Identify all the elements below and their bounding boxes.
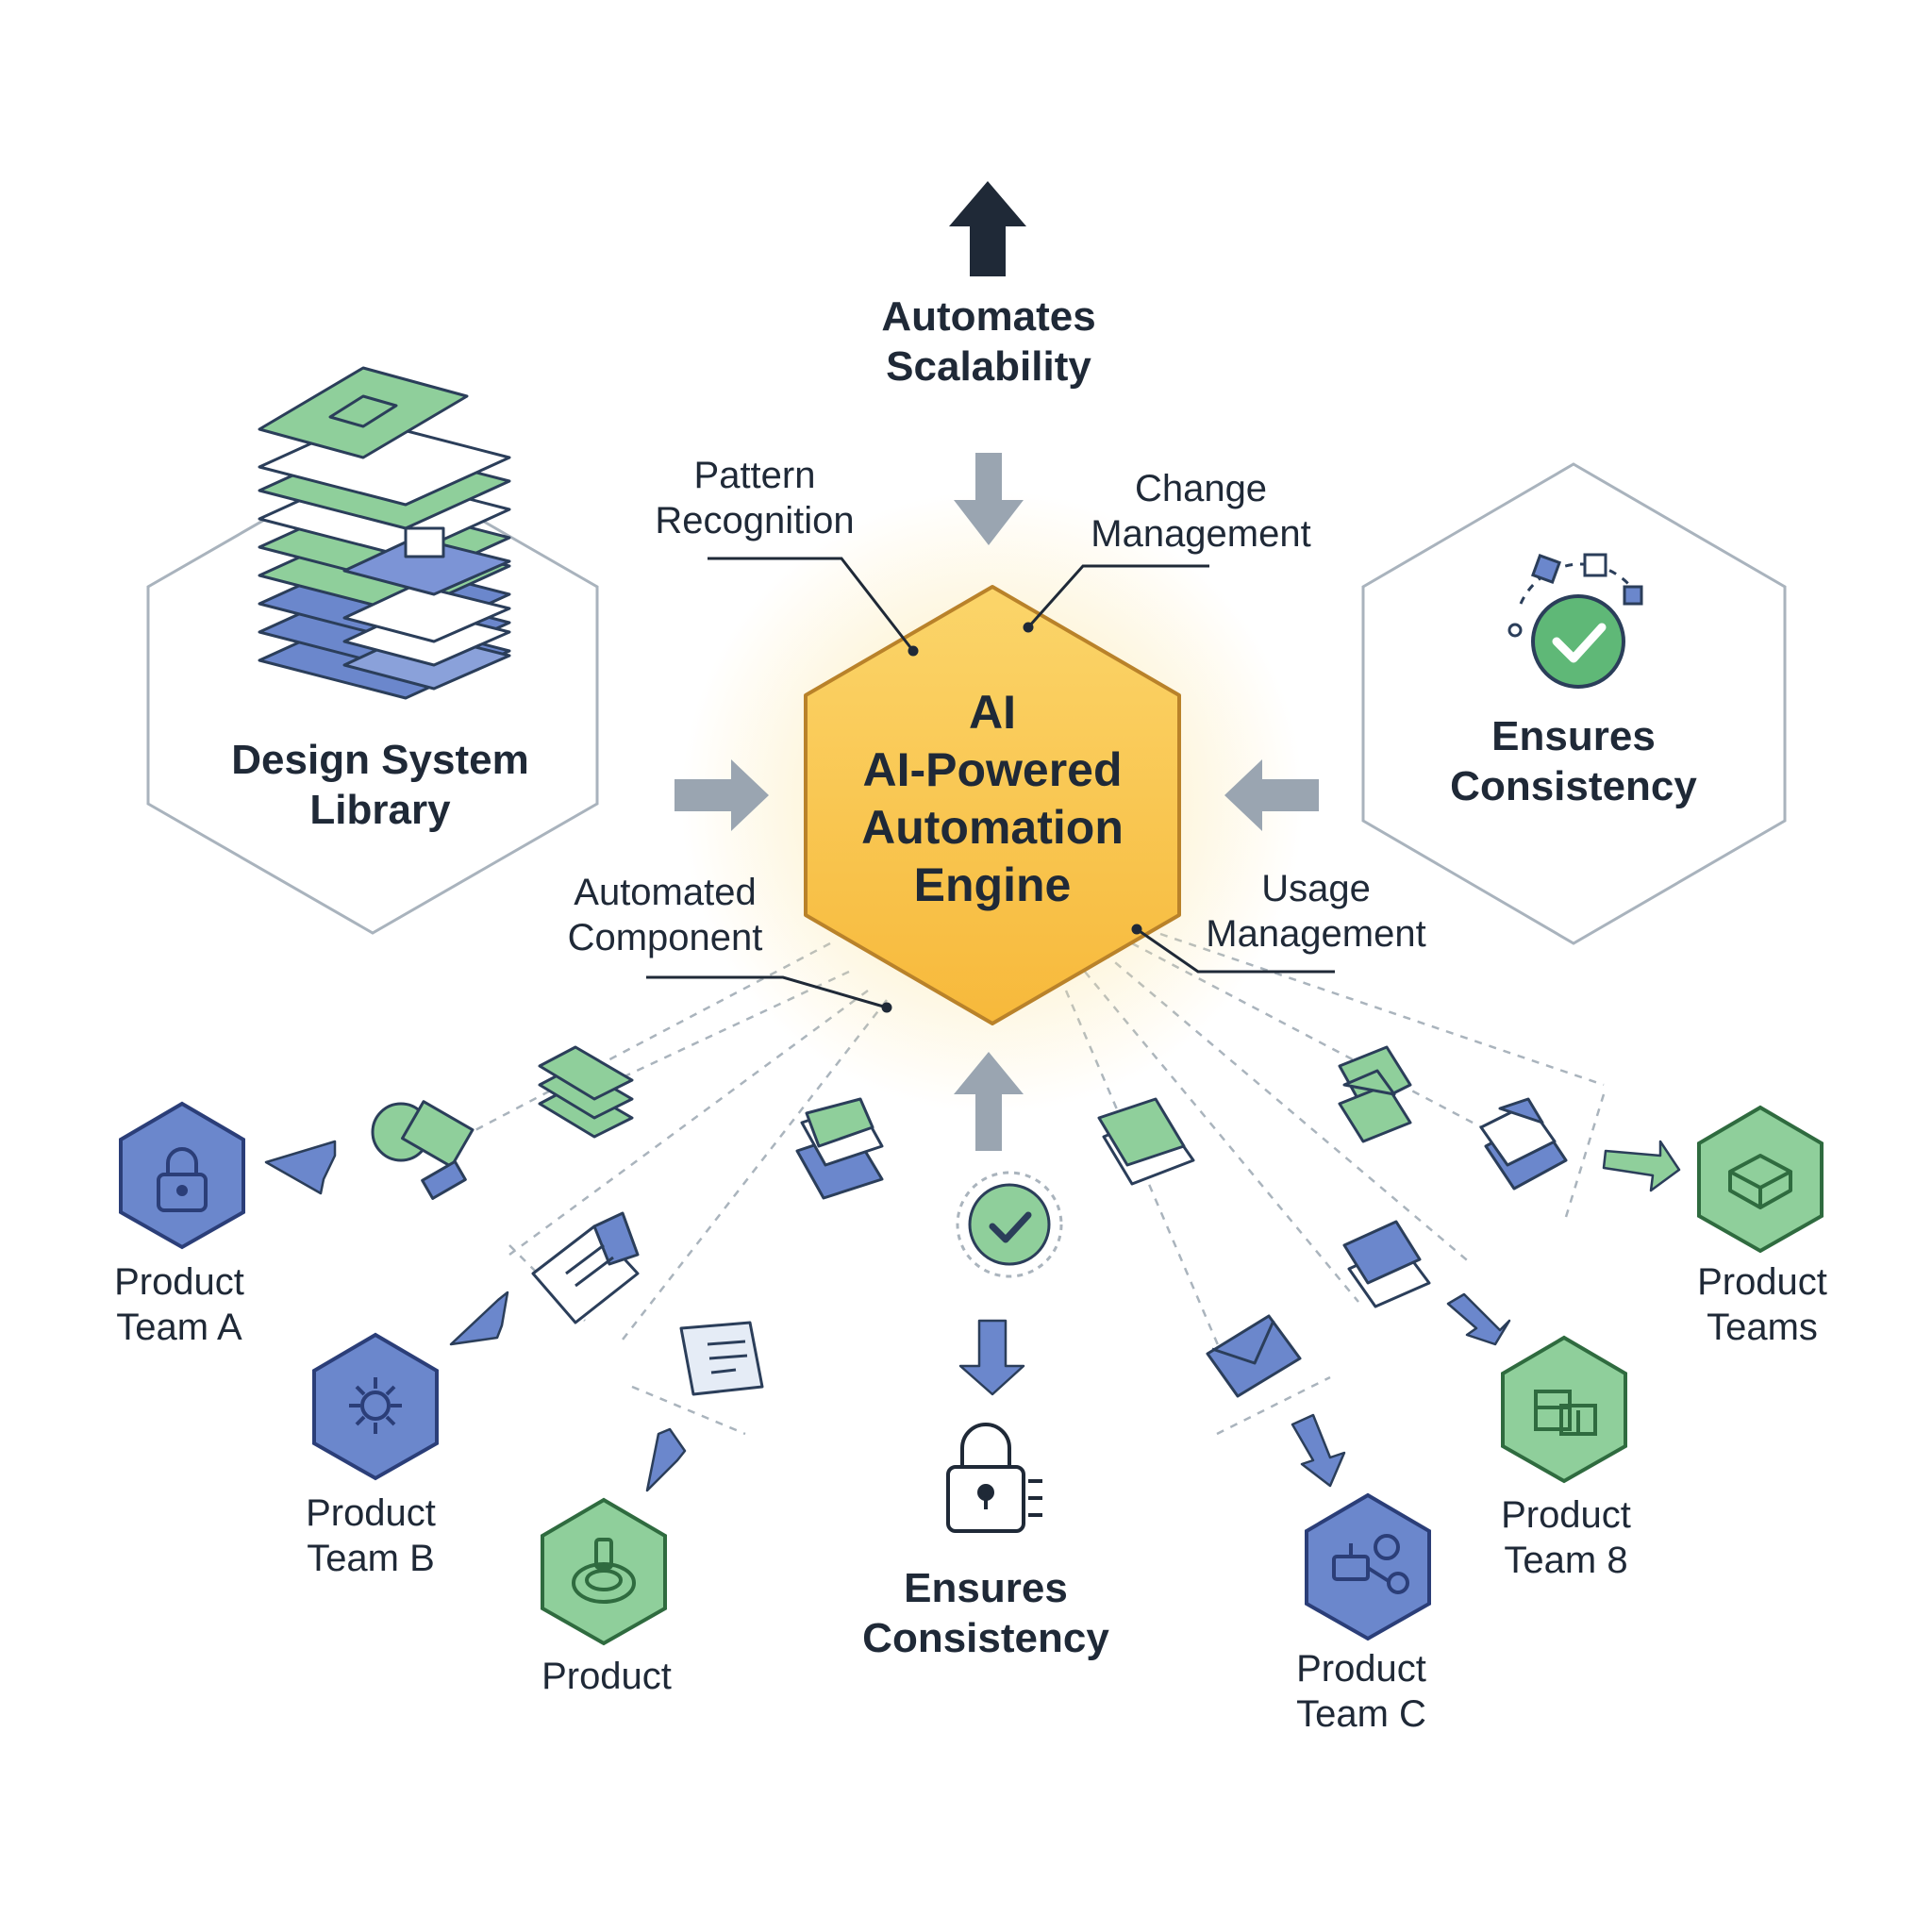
annotation-change-line2: Management: [1091, 513, 1311, 555]
team-a-label: Product Team A: [66, 1259, 292, 1350]
product-label: Product: [493, 1654, 720, 1699]
annotation-usage: Usage Management: [1174, 866, 1457, 957]
layers-icon: [538, 1045, 634, 1139]
product-line1: Product: [541, 1656, 672, 1697]
annotation-component-line1: Automated: [574, 872, 757, 913]
annotation-component-line2: Component: [567, 917, 763, 958]
teams-line2: Teams: [1707, 1307, 1818, 1348]
consistency-right-label: Ensures Consistency: [1385, 712, 1762, 812]
padlock-icon: [946, 1423, 1042, 1533]
blue-card-icon: [1342, 1220, 1431, 1308]
team-b-line1: Product: [306, 1492, 436, 1534]
team-8-line2: Team 8: [1504, 1540, 1628, 1581]
team-c-line1: Product: [1296, 1648, 1426, 1690]
team-c-label: Product Team C: [1248, 1646, 1474, 1737]
gray-arrows: [675, 453, 1319, 1151]
annotation-component: Automated Component: [524, 870, 807, 960]
grid-icon: [1534, 1390, 1597, 1436]
team-8-line1: Product: [1501, 1494, 1631, 1536]
team-b-label: Product Team B: [258, 1491, 484, 1581]
annotation-leaders: [646, 557, 1335, 1013]
team-c-line2: Team C: [1296, 1693, 1426, 1735]
center-check-icon: [956, 1171, 1063, 1278]
annotation-usage-line1: Usage: [1261, 868, 1371, 909]
consistency-hexagon[interactable]: [1361, 462, 1787, 945]
annotation-usage-line2: Management: [1206, 913, 1426, 955]
blue-stack-icon: [1479, 1097, 1568, 1191]
tag-cylinder-icon: [371, 1100, 475, 1200]
check-circle-icon: [1507, 553, 1643, 689]
team-arrows: [264, 1140, 1681, 1492]
annotation-change: Change Management: [1059, 466, 1342, 557]
annotation-pattern: Pattern Recognition: [613, 453, 896, 543]
scalability-label-line2: Scalability: [886, 342, 1091, 390]
green-card-icon: [1097, 1097, 1195, 1186]
team-a-line2: Team A: [116, 1307, 242, 1348]
team-a-line1: Product: [114, 1261, 244, 1303]
layer-stack-icon: [258, 366, 511, 700]
teams-line1: Product: [1697, 1261, 1827, 1303]
team-b-line2: Team B: [307, 1538, 435, 1579]
flow-icon: [1332, 1534, 1409, 1594]
gear-icon: [349, 1377, 402, 1434]
scalability-label: Automates Scalability: [800, 292, 1177, 392]
library-label: Design System Library: [192, 736, 569, 836]
boxes-icon: [1338, 1045, 1412, 1143]
cube-icon: [1728, 1154, 1792, 1209]
scalability-arrow-icon: [949, 181, 1026, 276]
note-icon: [679, 1321, 764, 1396]
engine-title-line1: AI: [969, 686, 1016, 739]
engine-hexagon[interactable]: [804, 585, 1181, 1025]
engine-title-line4: Engine: [913, 858, 1072, 911]
team-8-label: Product Team 8: [1453, 1492, 1679, 1583]
engine-title: AI AI-Powered Automation Engine: [804, 684, 1181, 914]
library-label-line1: Design System: [231, 737, 529, 783]
engine-title-line2: AI-Powered: [862, 743, 1123, 796]
consistency-right-line2: Consistency: [1450, 762, 1697, 809]
envelope-icon: [1206, 1314, 1302, 1398]
consistency-bottom-label: Ensures Consistency: [797, 1564, 1174, 1664]
engine-title-line3: Automation: [861, 801, 1124, 854]
joystick-icon: [572, 1538, 636, 1604]
annotation-pattern-line2: Recognition: [655, 500, 855, 541]
annotation-pattern-line1: Pattern: [693, 455, 816, 496]
team-c-hex[interactable]: [1305, 1492, 1431, 1641]
consistency-bottom-line2: Consistency: [862, 1614, 1109, 1661]
folder-stack-icon: [795, 1097, 884, 1200]
floating-icons: [371, 1045, 1568, 1398]
scalability-label-line1: Automates: [881, 293, 1096, 340]
team-a-hex[interactable]: [119, 1101, 245, 1250]
product-hex[interactable]: [541, 1497, 667, 1646]
team-b-hex[interactable]: [312, 1332, 439, 1481]
teams-hex[interactable]: [1697, 1105, 1824, 1254]
team-8-hex[interactable]: [1501, 1335, 1627, 1484]
teams-label: Product Teams: [1649, 1259, 1875, 1350]
library-label-line2: Library: [309, 786, 451, 833]
document-list-icon: [531, 1211, 640, 1324]
consistency-bottom-line1: Ensures: [904, 1565, 1068, 1611]
lock-icon: [157, 1147, 208, 1212]
annotation-change-line1: Change: [1134, 468, 1268, 509]
consistency-right-line1: Ensures: [1491, 713, 1656, 759]
